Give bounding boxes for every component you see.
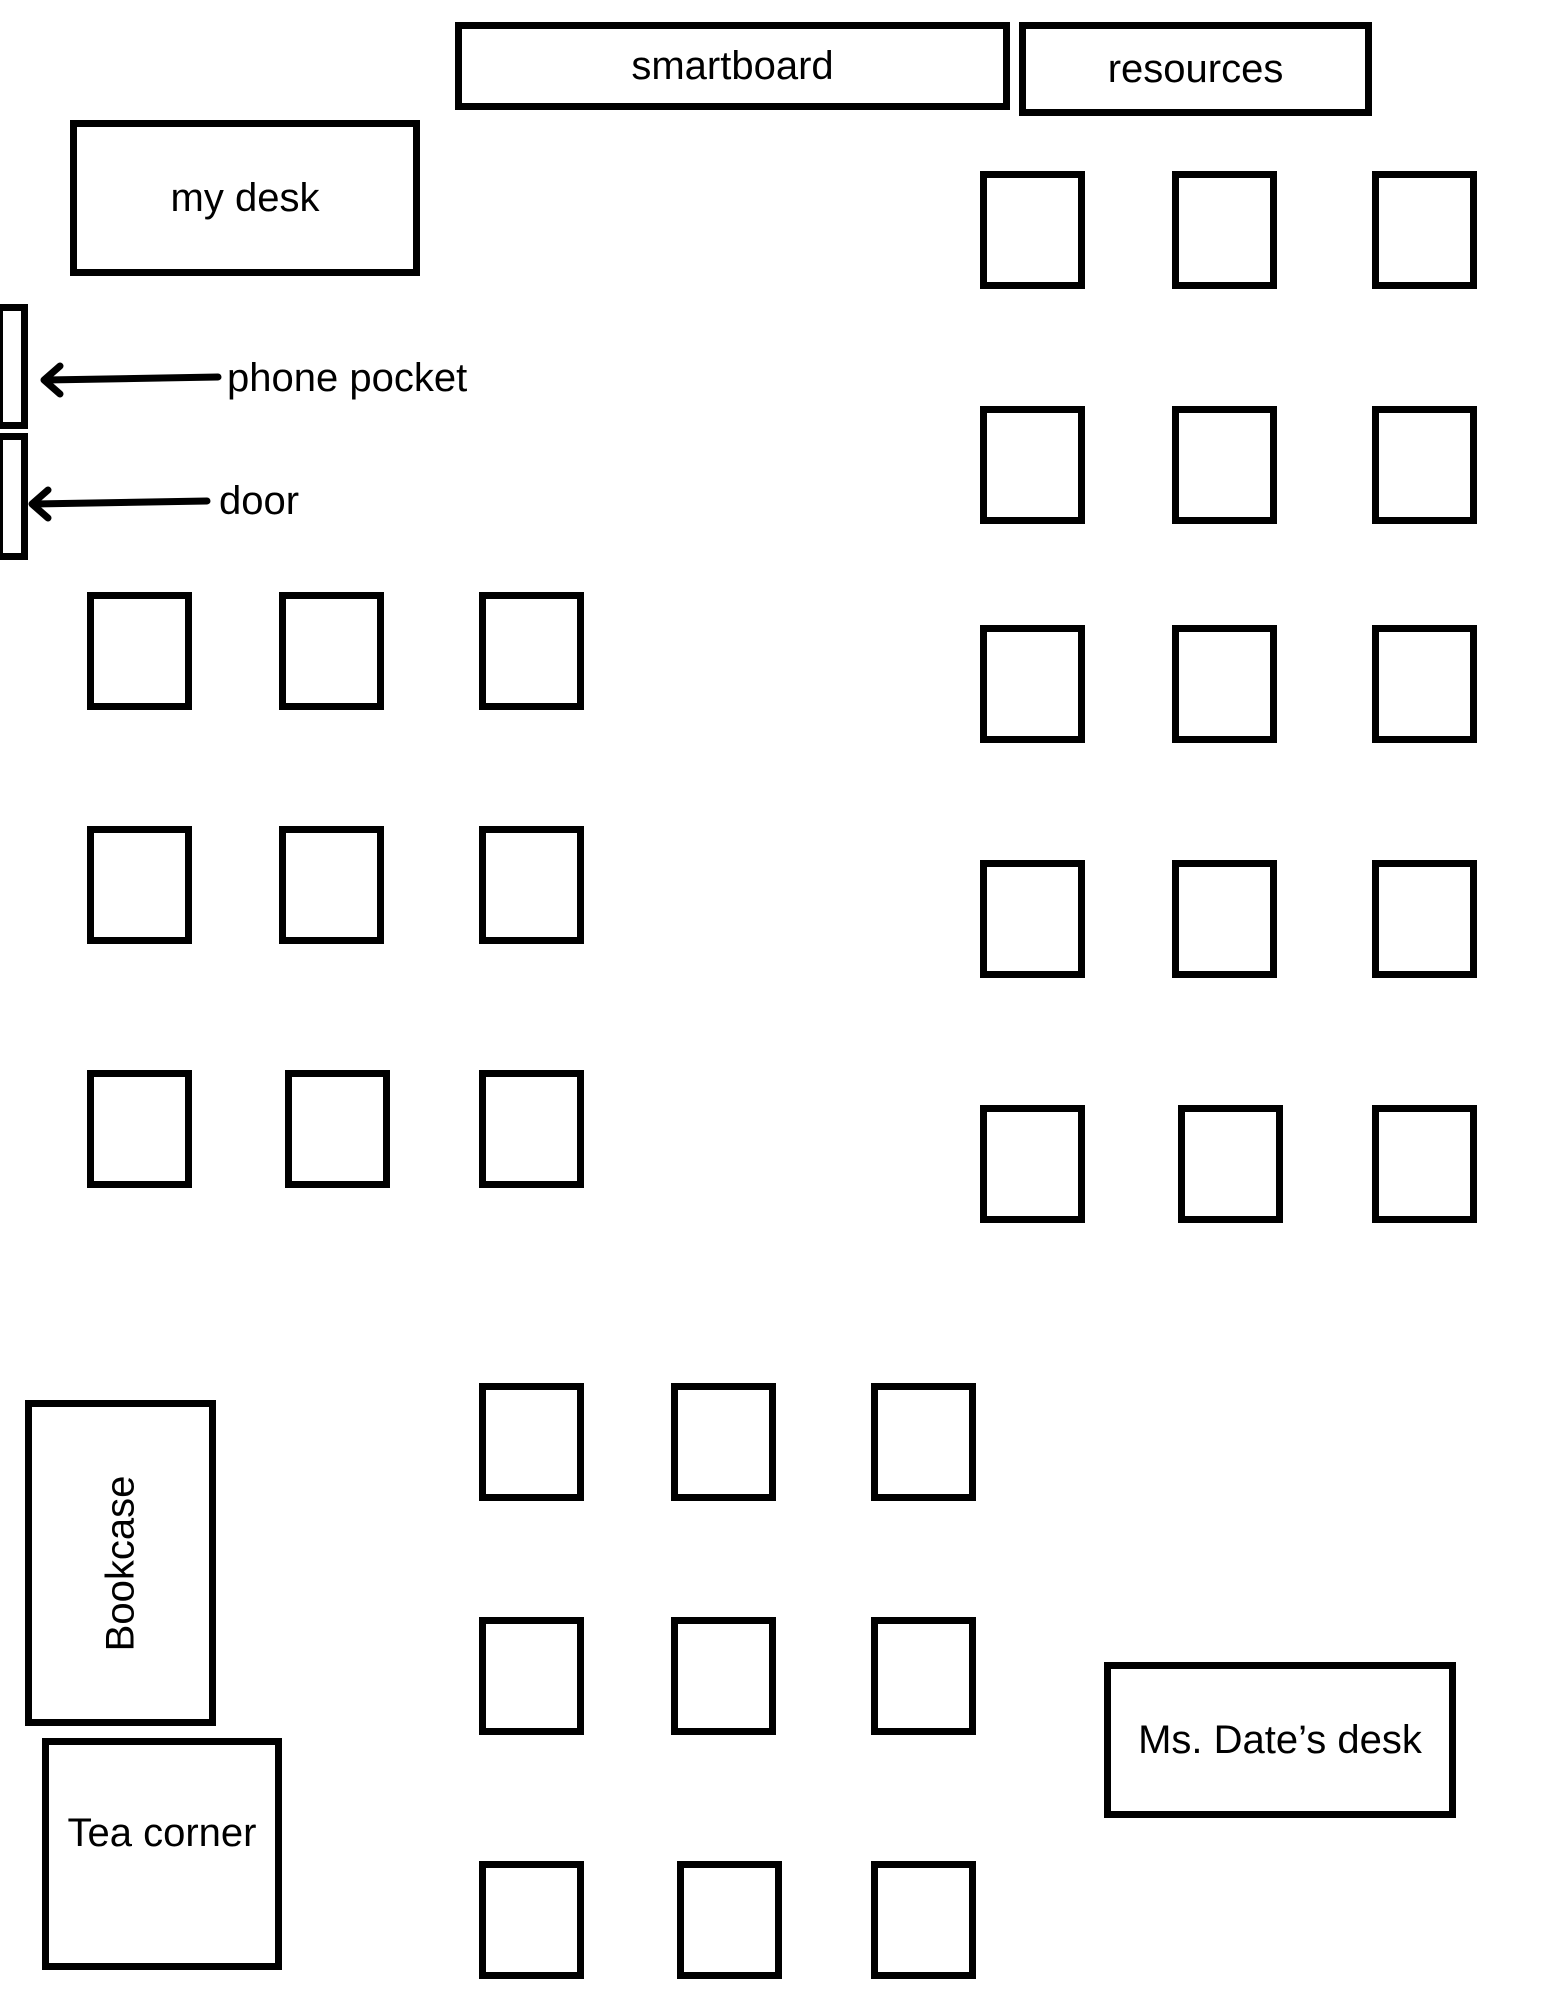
student-desk [980, 860, 1085, 978]
ms-date-desk: Ms. Date’s desk [1104, 1662, 1456, 1818]
door-arrow-head [28, 486, 52, 522]
bookcase-label: Bookcase [32, 1407, 209, 1719]
student-desk [1172, 406, 1277, 524]
student-desk [1178, 1105, 1283, 1223]
ms-date-desk-label: Ms. Date’s desk [1138, 1717, 1422, 1762]
phone-pocket-arrow-line [42, 373, 222, 384]
student-desk [1172, 860, 1277, 978]
student-desk [1372, 1105, 1477, 1223]
student-desk [980, 171, 1085, 289]
student-desk [671, 1617, 776, 1735]
student-desk [279, 826, 384, 944]
student-desk [1172, 625, 1277, 743]
student-desk [980, 625, 1085, 743]
my-desk: my desk [70, 120, 420, 276]
student-desk [871, 1383, 976, 1501]
resources: resources [1019, 22, 1372, 116]
bookcase: Bookcase [25, 1400, 216, 1726]
phone-pocket [0, 304, 28, 429]
student-desk [871, 1617, 976, 1735]
student-desk [1372, 171, 1477, 289]
student-desk [980, 1105, 1085, 1223]
student-desk [1372, 860, 1477, 978]
student-desk [479, 1070, 584, 1188]
student-desk [87, 826, 192, 944]
student-desk [279, 592, 384, 710]
student-desk [285, 1070, 390, 1188]
student-desk [479, 1861, 584, 1979]
resources-label: resources [1107, 46, 1284, 91]
door [0, 433, 28, 560]
student-desk [87, 1070, 192, 1188]
student-desk [677, 1861, 782, 1979]
student-desk [980, 406, 1085, 524]
student-desk [1172, 171, 1277, 289]
smartboard-label: smartboard [631, 43, 834, 88]
student-desk [479, 592, 584, 710]
door-label: door [219, 479, 300, 523]
student-desk [1372, 625, 1477, 743]
smartboard: smartboard [455, 22, 1010, 110]
phone-pocket-label: phone pocket [227, 356, 468, 400]
door-arrow-line [30, 497, 211, 508]
student-desk [479, 1383, 584, 1501]
student-desk [87, 592, 192, 710]
student-desk [671, 1383, 776, 1501]
student-desk [479, 826, 584, 944]
student-desk [871, 1861, 976, 1979]
tea-corner: Tea corner [42, 1738, 282, 1970]
bookcase-label-text: Bookcase [97, 1475, 142, 1651]
student-desk [1372, 406, 1477, 524]
my-desk-label: my desk [170, 175, 320, 220]
student-desk [479, 1617, 584, 1735]
phone-pocket-arrow-head [40, 362, 64, 398]
tea-corner-label: Tea corner [67, 1811, 257, 1855]
